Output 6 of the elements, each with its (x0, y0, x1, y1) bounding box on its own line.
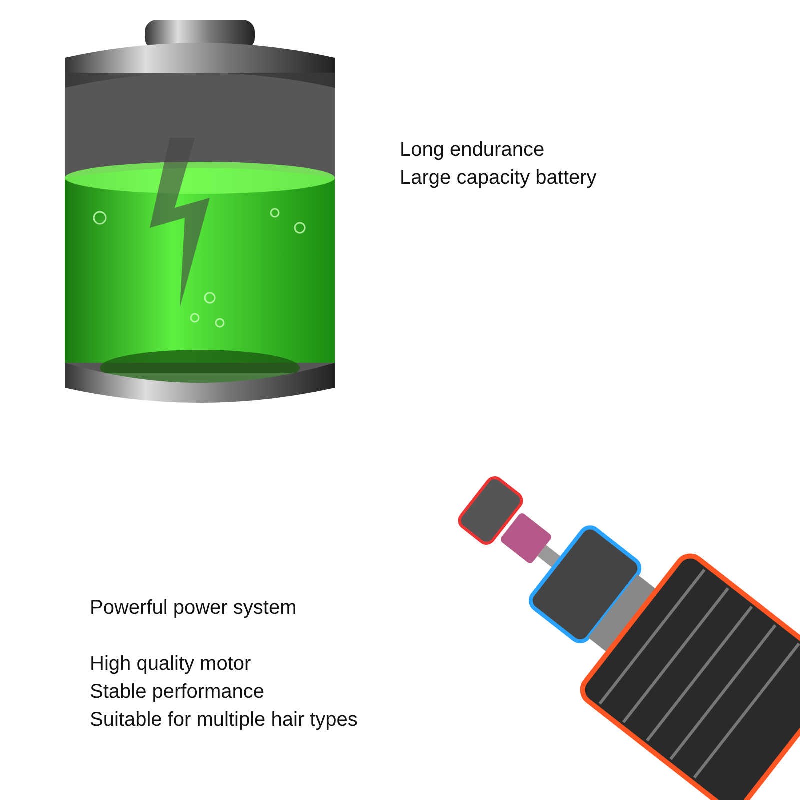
feature-text: Stable performance (90, 680, 265, 704)
feature-text: Suitable for multiple hair types (90, 708, 358, 732)
feature-text: High quality motor (90, 652, 252, 676)
feature-text: Long endurance (400, 138, 545, 162)
feature-text: Powerful power system (90, 596, 297, 620)
feature-text: Large capacity battery (400, 166, 597, 190)
